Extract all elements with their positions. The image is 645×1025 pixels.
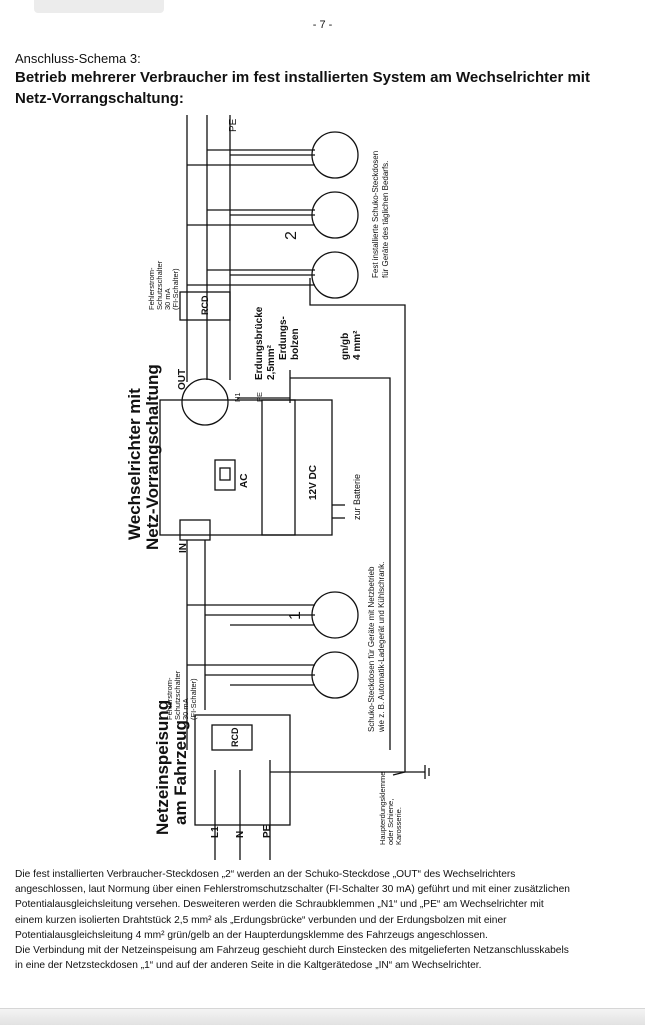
supply-title-1: Netzeinspeisung	[153, 700, 172, 835]
mains-sockets-note-2: wie z. B. Automatik-Ladegerät und Kühlsc…	[377, 562, 386, 733]
top-tab	[34, 0, 164, 13]
rcd-top-note-1: Fehlerstrom-	[147, 267, 156, 310]
rcd-top-note-4: (FI-Schalter)	[171, 268, 180, 310]
rcd-bottom-note-3: 30 mA	[181, 698, 190, 720]
body-line: Die fest installierten Verbraucher-Steck…	[15, 869, 516, 880]
n1-label: N1	[233, 392, 242, 402]
body-line: angeschlossen, laut Normung über einen F…	[15, 884, 570, 896]
bolt-label-1: Erdungs-	[278, 316, 289, 360]
supply-title-2: am Fahrzeug	[171, 720, 190, 825]
ac-label: AC	[239, 474, 250, 488]
bottom-bar	[0, 1008, 645, 1025]
rcd-bottom-note-1: Fehlerstrom-	[165, 677, 174, 720]
inverter-title-1: Wechselrichter mit	[125, 388, 144, 540]
dc-label: 12V DC	[308, 465, 319, 500]
group-2-label: 2	[283, 231, 300, 240]
group-1-label: 1	[287, 611, 304, 620]
mains-sockets-note-1: Schuko-Steckdosen für Geräte mit Netzbet…	[367, 566, 376, 732]
rcd-top-note-3: 30 mA	[163, 288, 172, 310]
l1-label: L1	[210, 826, 221, 838]
wire-label-2: 4 mm²	[352, 330, 363, 360]
out-label: OUT	[177, 369, 188, 390]
body-line: in eine der Netzsteckdosen „1“ und auf d…	[15, 960, 482, 972]
fixed-sockets-note-2: für Geräte des täglichen Bedarfs.	[381, 161, 390, 278]
fixed-sockets-note-1: Fest installierte Schuko-Steckdosen	[371, 151, 380, 278]
wire-label-1: gn/gb	[340, 333, 351, 360]
earth-note-3: Karosserie.	[394, 807, 403, 845]
n-label: N	[235, 831, 246, 838]
inverter-title-2: Netz-Vorrangschaltung	[143, 364, 162, 550]
pe-bottom-label: PE	[262, 824, 273, 838]
body-line: Potentialausgleichsleitung versehen. Des…	[15, 899, 544, 911]
bridge-label-1: Erdungsbrücke	[254, 306, 265, 380]
body-line: einem kurzen isolierten Drahtstück 2,5 m…	[15, 914, 507, 926]
earth-note-1: Haupterdungsklemme	[378, 772, 387, 845]
earth-note-2: oder Schiene,	[386, 799, 395, 845]
battery-label: zur Batterie	[352, 474, 362, 520]
in-label: IN	[178, 543, 189, 553]
page-title: Betrieb mehrerer Verbraucher im fest ins…	[15, 69, 590, 107]
body-text: Die fest installierten Verbraucher-Steck…	[15, 867, 630, 973]
rcd-bottom-note-4: (FI-Schalter)	[189, 678, 198, 720]
bridge-label-2: 2,5mm²	[266, 344, 277, 380]
schema-subtitle: Anschluss-Schema 3:	[15, 51, 141, 66]
wiring-diagram: PE Fest installierte Schuko-Steckdosen f…	[125, 115, 430, 860]
label-pe-top: PE	[228, 118, 239, 132]
body-line: Die Verbindung mit der Netzeinspeisung a…	[15, 945, 569, 957]
bolt-label-2: bolzen	[290, 328, 301, 360]
page-number: - 7 -	[312, 19, 333, 31]
pe-small-label: PE	[255, 392, 264, 402]
rcd-top-label: RCD	[200, 295, 210, 315]
rcd-bottom-label: RCD	[230, 727, 240, 747]
body-line: Potentialausgleichsleitung 4 mm² grün/ge…	[15, 929, 488, 941]
rcd-bottom-note-2: Schutzschalter	[173, 670, 182, 720]
rcd-top-note-2: Schutzschalter	[155, 260, 164, 310]
